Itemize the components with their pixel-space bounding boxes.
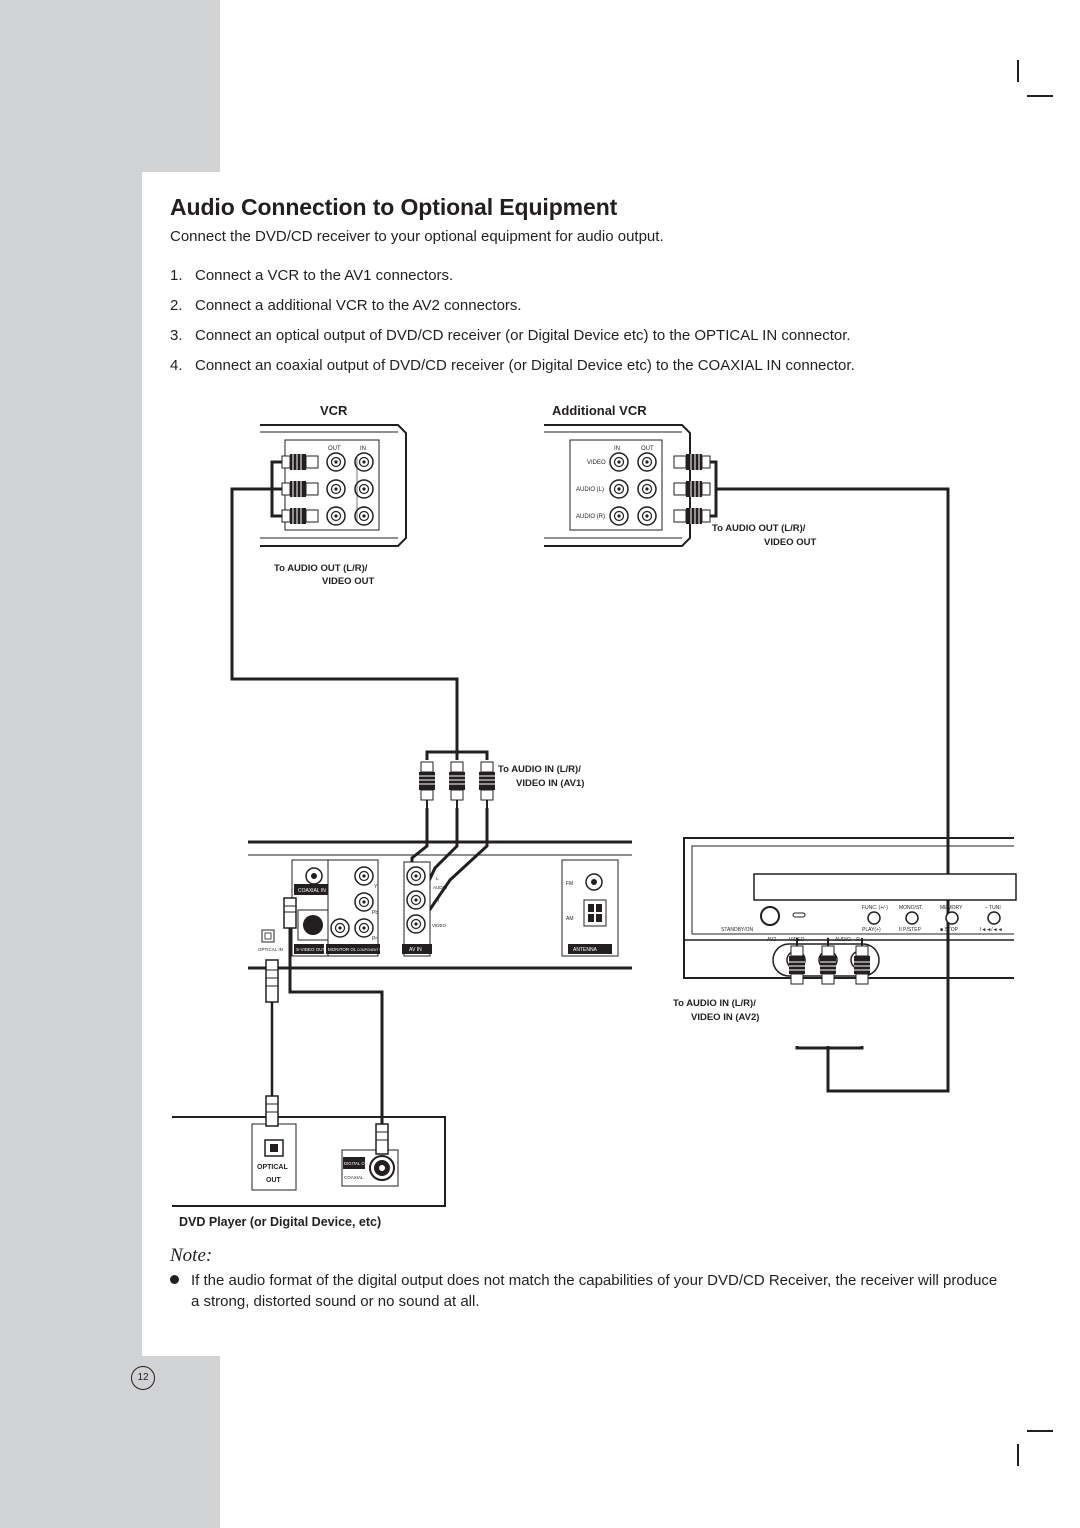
rear-svideo-out: S-VIDEO OUT	[296, 947, 326, 952]
addvcr-audio-r-label: AUDIO (R)	[576, 514, 605, 520]
front-tuning: – TUNI	[985, 905, 1001, 911]
dvd-out: OUT	[266, 1177, 282, 1184]
dvd-optical: OPTICAL	[257, 1164, 288, 1171]
additional-vcr-device: IN OUT VIDEO AUDIO (L) AUDIO (R)	[544, 424, 691, 547]
dvd-player-label: DVD Player (or Digital Device, etc)	[179, 1215, 381, 1229]
addvcr-video-label: VIDEO	[587, 460, 606, 466]
dvd-coaxial: COAXIAL	[344, 1175, 364, 1180]
front-audio: L – AUDIO – R	[827, 937, 860, 943]
receiver-rear-panel: COAXIAL IN S-VIDEO OUT MONITOR OUT COMPO…	[248, 840, 632, 970]
rear-monitor-out: MONITOR OUT	[328, 947, 360, 952]
list-item: 2.Connect a additional VCR to the AV2 co…	[170, 297, 522, 314]
dvd-plugs	[265, 1095, 389, 1155]
rear-coaxial-in: COAXIAL IN	[298, 888, 326, 894]
rear-fm: FM	[566, 881, 573, 887]
front-stop: ■ STOP	[940, 927, 959, 933]
page-margin-left	[0, 172, 142, 1356]
page-margin-bottom	[0, 1356, 220, 1528]
av2-in-line2: VIDEO IN (AV2)	[691, 1012, 759, 1023]
intro-text: Connect the DVD/CD receiver to your opti…	[170, 228, 664, 245]
list-item: 1.Connect a VCR to the AV1 connectors.	[170, 267, 454, 284]
crop-mark	[1027, 1430, 1053, 1432]
rear-video: VIDEO	[432, 923, 447, 928]
rear-am: AM	[566, 916, 574, 922]
crop-mark	[1027, 95, 1053, 97]
front-skip: I◄◄/◄◄	[980, 927, 1003, 933]
receiver-front-panel: STANDBY/ON FUNC. (+/-) MONO/ST. MEMORY –…	[683, 837, 1017, 979]
note-title: Note:	[170, 1245, 213, 1266]
rear-component-out: COMPONENT VIDEO OUT	[357, 948, 397, 952]
crop-mark	[1017, 1444, 1019, 1466]
rear-plugs	[265, 897, 297, 1003]
av2-in-line1: To AUDIO IN (L/R)/	[673, 998, 756, 1009]
page-number: 12	[131, 1366, 155, 1390]
additional-vcr-label: Additional VCR	[552, 403, 647, 418]
bullet-icon	[170, 1275, 179, 1284]
addvcr-audio-l-label: AUDIO (L)	[576, 487, 604, 493]
front-av2: AV2	[767, 937, 776, 943]
steps-list: 1.Connect a VCR to the AV1 connectors. 2…	[170, 266, 855, 386]
cables	[230, 460, 950, 1124]
av1-in-line2: VIDEO IN (AV1)	[516, 778, 584, 789]
rear-pr: Pr	[372, 936, 377, 942]
rear-y: Y	[374, 884, 378, 890]
vcr-out-line2: VIDEO OUT	[322, 576, 374, 587]
rear-pb: Pb	[372, 910, 378, 916]
rear-antenna: ANTENNA	[573, 947, 598, 953]
additional-vcr-plugs	[673, 453, 711, 525]
rear-optical-in: OPTICAL IN	[258, 947, 283, 952]
addvcr-out-label: OUT	[641, 446, 654, 452]
front-pause: II P/STEP	[899, 927, 922, 933]
dvd-player-device: OPTICAL OUT DIGITAL OUT COAXIAL	[172, 1116, 446, 1207]
front-memory: MEMORY	[940, 905, 963, 911]
page-title: Audio Connection to Optional Equipment	[170, 194, 618, 220]
crop-mark	[1017, 60, 1019, 82]
list-item: 3.Connect an optical output of DVD/CD re…	[170, 327, 851, 344]
vcr-label: VCR	[320, 403, 348, 418]
addvcr-out-line1: To AUDIO OUT (L/R)/	[712, 523, 806, 534]
vcr-plugs	[281, 453, 319, 525]
front-mono: MONO/ST.	[899, 905, 923, 911]
page-margin-top	[0, 0, 220, 172]
vcr-in-label: IN	[360, 446, 366, 452]
vcr-out-line1: To AUDIO OUT (L/R)/	[274, 563, 368, 574]
av1-in-line1: To AUDIO IN (L/R)/	[498, 764, 581, 775]
front-play: PLAY(+)	[862, 927, 881, 933]
front-func: FUNC. (+/-)	[862, 905, 888, 911]
note-text: If the audio format of the digital outpu…	[191, 1272, 998, 1310]
rear-av-in: AV IN	[409, 947, 422, 953]
front-standby: STANDBY/ON	[721, 927, 754, 933]
rear-r: R	[436, 898, 440, 903]
rear-audio: AUDIO	[433, 885, 448, 890]
rear-l: L	[436, 876, 439, 881]
list-item: 4.Connect an coaxial output of DVD/CD re…	[170, 357, 855, 374]
note-bullet: If the audio format of the digital outpu…	[170, 1270, 1000, 1312]
addvcr-in-label: IN	[614, 446, 620, 452]
addvcr-out-line2: VIDEO OUT	[764, 537, 816, 548]
vcr-out-label: OUT	[328, 446, 341, 452]
av1-plugs	[418, 761, 496, 809]
dvd-digital-out: DIGITAL OUT	[344, 1161, 371, 1166]
